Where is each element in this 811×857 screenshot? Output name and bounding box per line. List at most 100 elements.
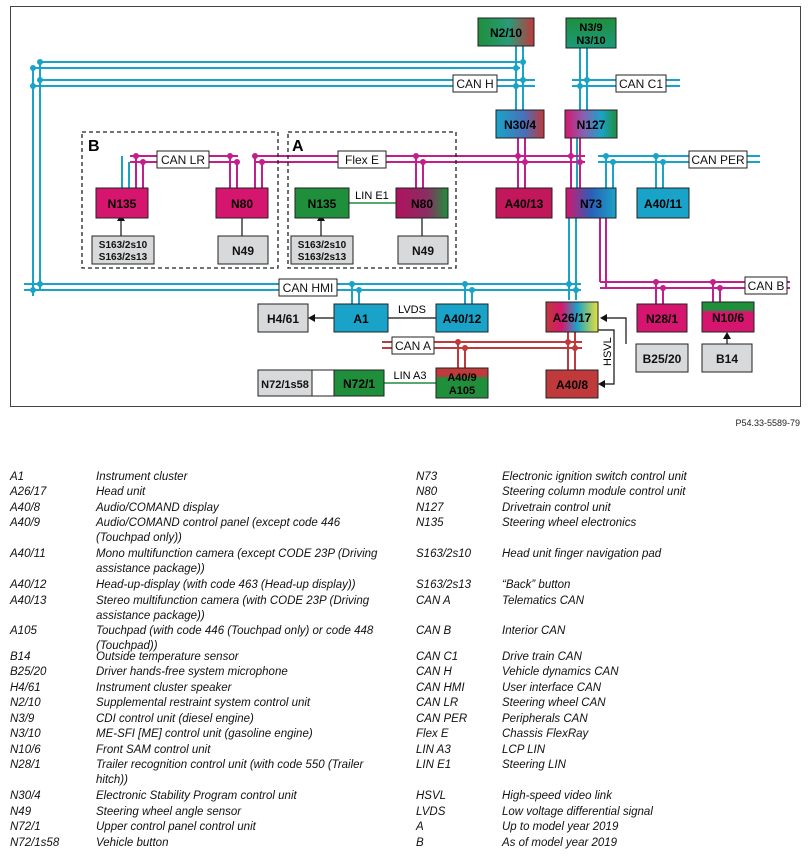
legend-description: Steering wheel CAN — [502, 697, 606, 709]
module-n3-10: N3/10 — [576, 35, 605, 47]
legend-code: B — [416, 837, 424, 849]
legend-code: A40/9 — [10, 517, 41, 529]
legend-code: A40/11 — [10, 548, 46, 560]
legend-code: N2/10 — [10, 697, 41, 709]
legend-code: N80 — [416, 486, 438, 498]
module-n30-4: N30/4 — [504, 118, 536, 132]
region-a-box — [287, 131, 457, 269]
legend-description: Trailer recognition control unit (with c… — [96, 759, 364, 786]
module-n80-a: N80 — [411, 197, 433, 211]
legend-code: CAN A — [416, 595, 451, 607]
module-h4-61: H4/61 — [267, 312, 299, 326]
legend-description: Telematics CAN — [502, 595, 585, 607]
legend-code: A105 — [10, 625, 37, 637]
legend-code: S163/2s13 — [416, 579, 471, 591]
legend-description: Instrument cluster — [96, 471, 188, 483]
legend-code: N127 — [416, 502, 444, 514]
legend-description: Head unit — [96, 486, 146, 498]
module-n49-a: N49 — [412, 244, 434, 258]
legend-description: Steering LIN — [502, 759, 566, 771]
module-a40-11: A40/11 — [644, 197, 682, 211]
module-s163-b-1: S163/2s10 — [99, 240, 148, 251]
bus-label-can-lr: CAN LR — [161, 153, 205, 167]
module-n73: N73 — [580, 197, 602, 211]
region-a-label: A — [292, 138, 304, 155]
bus-label-can-per: CAN PER — [691, 153, 745, 167]
legend-code: A — [416, 821, 424, 833]
legend-code: N30/4 — [10, 790, 41, 802]
legend-description: Stereo multifunction camera (with CODE 2… — [96, 595, 370, 622]
legend-description: Instrument cluster speaker — [96, 682, 232, 694]
legend-description: Electronic ignition switch control unit — [502, 471, 687, 483]
module-n49-b: N49 — [232, 244, 254, 258]
module-n127: N127 — [577, 118, 606, 132]
legend-code: CAN H — [416, 666, 452, 678]
network-topology-diagram: B A CAN H CAN C1 CAN LR Flex E CAN PER C… — [10, 6, 801, 407]
diagram-frame — [10, 6, 801, 407]
module-a40-13: A40/13 — [505, 197, 544, 211]
legend-description: Steering wheel electronics — [502, 517, 637, 529]
legend-description: Front SAM control unit — [96, 744, 211, 756]
legend-code: LIN E1 — [416, 759, 452, 771]
legend-code: A1 — [10, 471, 25, 483]
legend-description: Steering column module control unit — [502, 486, 686, 498]
legend-code: A40/12 — [10, 579, 47, 591]
legend-code: N72/1s58 — [10, 837, 60, 849]
legend-code: LIN A3 — [416, 744, 451, 756]
legend-code: LVDS — [416, 806, 446, 818]
legend-description: Electronic Stability Program control uni… — [96, 790, 297, 802]
bus-label-can-a: CAN A — [395, 339, 431, 353]
legend-description: Mono multifunction camera (except CODE 2… — [96, 548, 378, 575]
document-id: P54.33-5589-79 — [735, 418, 800, 428]
module-b25-20: B25/20 — [643, 352, 682, 366]
module-a1: A1 — [353, 312, 369, 326]
legend-description: Chassis FlexRay — [502, 728, 589, 740]
legend-description: Steering wheel angle sensor — [96, 806, 242, 818]
legend-code: CAN B — [416, 625, 452, 637]
module-n135-b: N135 — [108, 197, 137, 211]
bus-label-can-hmi: CAN HMI — [283, 281, 334, 295]
legend-description: Low voltage differential signal — [502, 806, 653, 818]
legend-description: Vehicle button — [96, 837, 169, 849]
module-n135-a: N135 — [308, 197, 337, 211]
link-lines: LIN E1 LIN A3 LVDS HSVL — [117, 190, 731, 388]
legend-description: Supplemental restraint system control un… — [96, 697, 311, 709]
bus-label-lin-a3: LIN A3 — [393, 370, 426, 382]
module-a40-12: A40/12 — [443, 312, 482, 326]
legend-code: A40/8 — [10, 502, 41, 514]
legend-code: H4/61 — [10, 682, 41, 694]
legend-code: N49 — [10, 806, 32, 818]
legend-description: Driver hands-free system microphone — [96, 666, 288, 678]
module-s163-a-2: S163/2s13 — [298, 252, 347, 263]
legend-code: Flex E — [416, 728, 449, 740]
module-n72-1s58: N72/1s58 — [261, 379, 309, 391]
legend-description: Audio/COMAND control panel (except code … — [96, 517, 341, 544]
module-a26-17: A26/17 — [553, 311, 592, 325]
legend-code: A40/13 — [10, 595, 47, 607]
legend-code: CAN LR — [416, 697, 459, 709]
module-n28-1: N28/1 — [646, 312, 678, 326]
legend-description: Touchpad (with code 446 (Touchpad only) … — [96, 625, 374, 652]
bus-label-can-c1: CAN C1 — [619, 77, 663, 91]
module-a40-8: A40/8 — [556, 378, 588, 392]
bus-label-lvds: LVDS — [398, 304, 426, 316]
legend-code: N135 — [416, 517, 444, 529]
module-b14: B14 — [716, 352, 738, 366]
region-b-label: B — [88, 138, 100, 155]
module-a105: A105 — [449, 385, 475, 397]
module-n2-10: N2/10 — [490, 26, 522, 40]
legend-description: “Back” button — [502, 579, 571, 591]
bus-label-lin-e1: LIN E1 — [355, 190, 389, 202]
legend-code: N3/9 — [10, 713, 35, 725]
module-n80-b: N80 — [231, 197, 253, 211]
legend-description: User interface CAN — [502, 682, 602, 694]
bus-label-hsvl: HSVL — [602, 337, 614, 366]
legend-description: LCP LIN — [502, 744, 546, 756]
legend-code: B14 — [10, 651, 31, 663]
legend-description: Drivetrain control unit — [502, 502, 611, 514]
junction-dots — [30, 59, 723, 351]
module-s163-a-1: S163/2s10 — [298, 240, 347, 251]
module-s163-b-2: S163/2s13 — [99, 252, 148, 263]
bus-label-can-h: CAN H — [456, 77, 493, 91]
legend-code: N28/1 — [10, 759, 41, 771]
